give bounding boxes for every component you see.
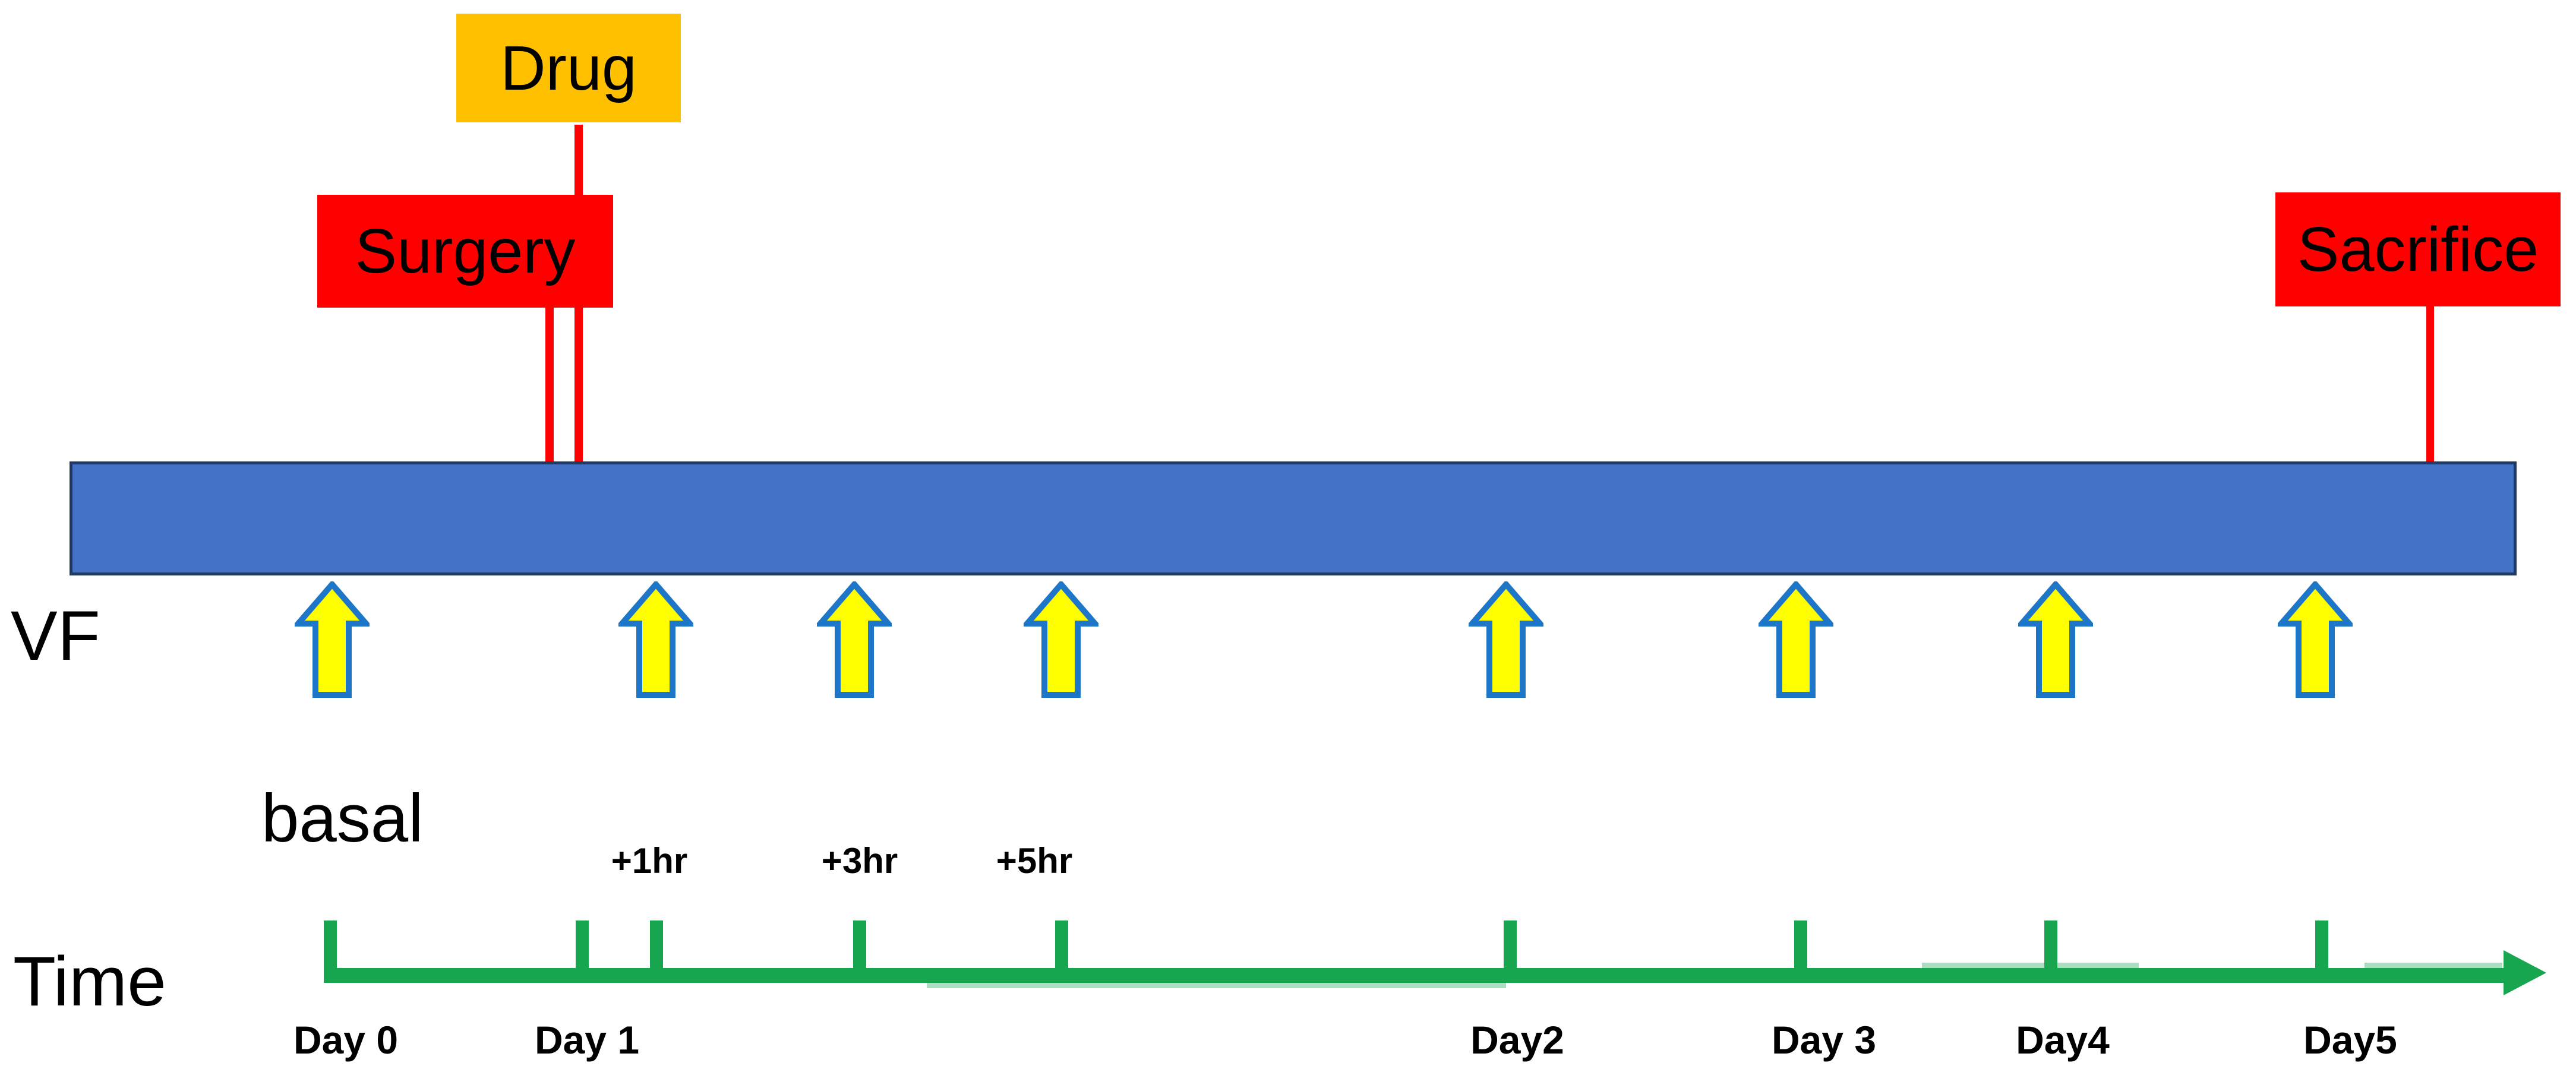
day-label: Day 0 (293, 1018, 399, 1062)
timeline-tick (2315, 920, 2328, 982)
day-label: Day4 (2016, 1018, 2110, 1062)
time-axis-label: Time (13, 942, 166, 1021)
day-label: Day 3 (1771, 1018, 1877, 1062)
vf-measurement-arrow-icon (1759, 581, 1833, 698)
drug-event-box: Drug (456, 14, 681, 122)
vf-measurement-arrow-icon (2018, 581, 2093, 698)
timeline-tick (1504, 920, 1517, 982)
sacrifice-event-box: Sacrifice (2275, 192, 2561, 306)
hour-offset-label: +5hr (996, 841, 1073, 881)
timeline-tick (1055, 920, 1068, 982)
vf-measurement-arrow-icon (1469, 581, 1543, 698)
timeline-light-overlap-strip (2365, 963, 2502, 968)
timeline-tick (576, 920, 589, 982)
day-label: Day2 (1470, 1018, 1564, 1062)
drug-event-label: Drug (500, 33, 637, 103)
basal-label: basal (261, 781, 424, 856)
vf-measurement-arrow-icon (2278, 581, 2353, 698)
hour-offset-label: +1hr (611, 841, 688, 881)
sacrifice-event-label: Sacrifice (2297, 214, 2539, 284)
vf-measurement-arrow-icon (295, 581, 370, 698)
vf-measurement-arrow-icon (618, 581, 693, 698)
timeline-tick (2044, 920, 2057, 982)
time-axis-line (324, 968, 2506, 983)
vf-axis-label: VF (11, 597, 100, 675)
timeline-light-overlap-strip (927, 983, 1506, 988)
vf-measurement-arrow-icon (1024, 581, 1098, 698)
vf-measurement-arrow-icon (817, 581, 892, 698)
sacrifice-connector-line (2426, 306, 2434, 461)
experiment-duration-bar (70, 461, 2517, 575)
day-label: Day5 (2303, 1018, 2397, 1062)
timeline-tick (324, 920, 337, 982)
timeline-tick (1794, 920, 1807, 982)
timeline-tick (853, 920, 866, 982)
surgery-connector-line (545, 306, 554, 461)
time-axis-arrowhead-icon (2504, 950, 2546, 995)
day-label: Day 1 (534, 1018, 640, 1062)
timeline-tick (650, 920, 663, 982)
surgery-event-label: Surgery (355, 216, 576, 286)
surgery-event-box: Surgery (317, 195, 613, 308)
timeline-light-overlap-strip (1922, 963, 2139, 968)
hour-offset-label: +3hr (821, 841, 898, 881)
